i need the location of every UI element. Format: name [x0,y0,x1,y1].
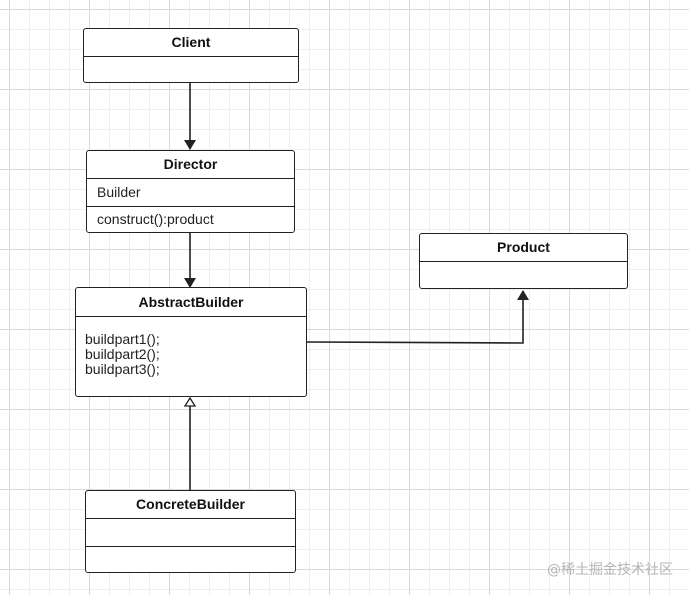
watermark: @稀土掘金技术社区 [547,562,673,578]
class-abstract-builder-methods: buildpart1(); buildpart2(); buildpart3()… [76,317,306,377]
class-director[interactable]: Director Builder construct():product [86,150,295,233]
method-buildpart2: buildpart2(); [85,346,160,362]
class-product[interactable]: Product [419,233,628,289]
method-buildpart3: buildpart3(); [85,361,160,377]
attribute-builder: Builder [97,184,141,200]
class-concrete-builder-title: ConcreteBuilder [86,491,295,519]
class-concrete-builder-attributes [86,519,295,546]
association-abstractbuilder-product [306,290,529,344]
class-concrete-builder-methods [86,546,295,572]
class-director-methods: construct():product [87,206,294,231]
method-construct: construct():product [97,211,214,227]
class-director-title: Director [87,151,294,179]
class-director-attributes: Builder [87,179,294,206]
class-abstract-builder[interactable]: AbstractBuilder buildpart1(); buildpart2… [75,287,307,397]
class-concrete-builder[interactable]: ConcreteBuilder [85,490,296,573]
class-product-title: Product [420,234,627,262]
class-abstract-builder-title: AbstractBuilder [76,288,306,317]
method-buildpart1: buildpart1(); [85,331,160,347]
class-client-title: Client [84,29,298,57]
class-client[interactable]: Client [83,28,299,83]
